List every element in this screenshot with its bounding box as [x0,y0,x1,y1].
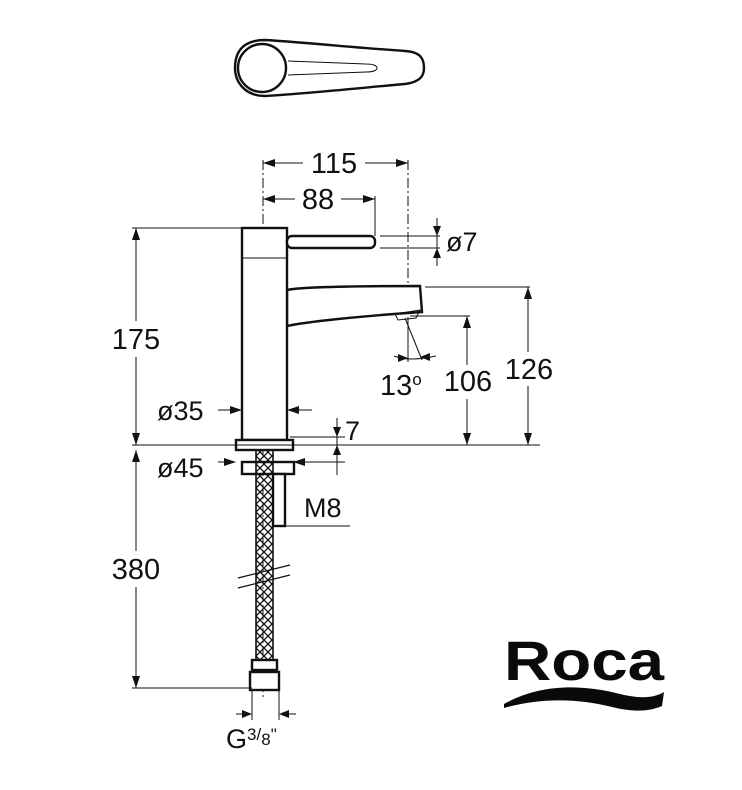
dimension-connection [236,710,296,718]
dimension-angle [393,317,437,362]
dimension-base-thickness [333,418,341,475]
angle-value: 13 [380,370,412,402]
dimension-body-diameter [218,406,312,414]
label-thread: M8 [304,493,342,523]
dimension-base-diameter [218,458,310,466]
label-connection: G3/8" [226,724,277,754]
label-outlet-height: 106 [444,366,492,398]
connection-slash: / [256,725,261,744]
dimension-175 [105,228,167,445]
roca-logo: Roca [504,629,665,711]
dimension-88 [263,184,375,212]
label-total-height: 175 [112,324,160,356]
label-lever-diameter: ø7 [446,227,478,257]
dimension-115 [263,148,408,176]
label-base-diameter: ø45 [157,453,204,483]
dimension-lever-diameter [433,218,441,266]
label-spout-reach: 115 [311,148,357,180]
label-body-diameter: ø35 [157,396,204,426]
angle-unit: o [412,370,421,389]
label-base-thickness: 7 [345,416,360,446]
connection-prefix: G [226,724,247,754]
label-hose-length: 380 [112,554,160,586]
connection-denominator: 8 [261,730,270,749]
brand-wordmark: Roca [504,629,665,692]
faucet-body [234,226,424,692]
label-lever-reach: 88 [302,184,334,216]
dimension-126 [497,287,561,445]
brand-wave-icon [504,687,664,711]
top-view-handle [233,38,426,98]
extension-lines [132,196,540,720]
dimension-380 [105,450,167,688]
dimension-106 [438,316,498,445]
label-spout-height: 126 [505,354,553,386]
connection-unit: " [271,725,277,744]
label-spout-angle: 13o [380,370,422,402]
connection-numerator: 3 [247,725,256,744]
